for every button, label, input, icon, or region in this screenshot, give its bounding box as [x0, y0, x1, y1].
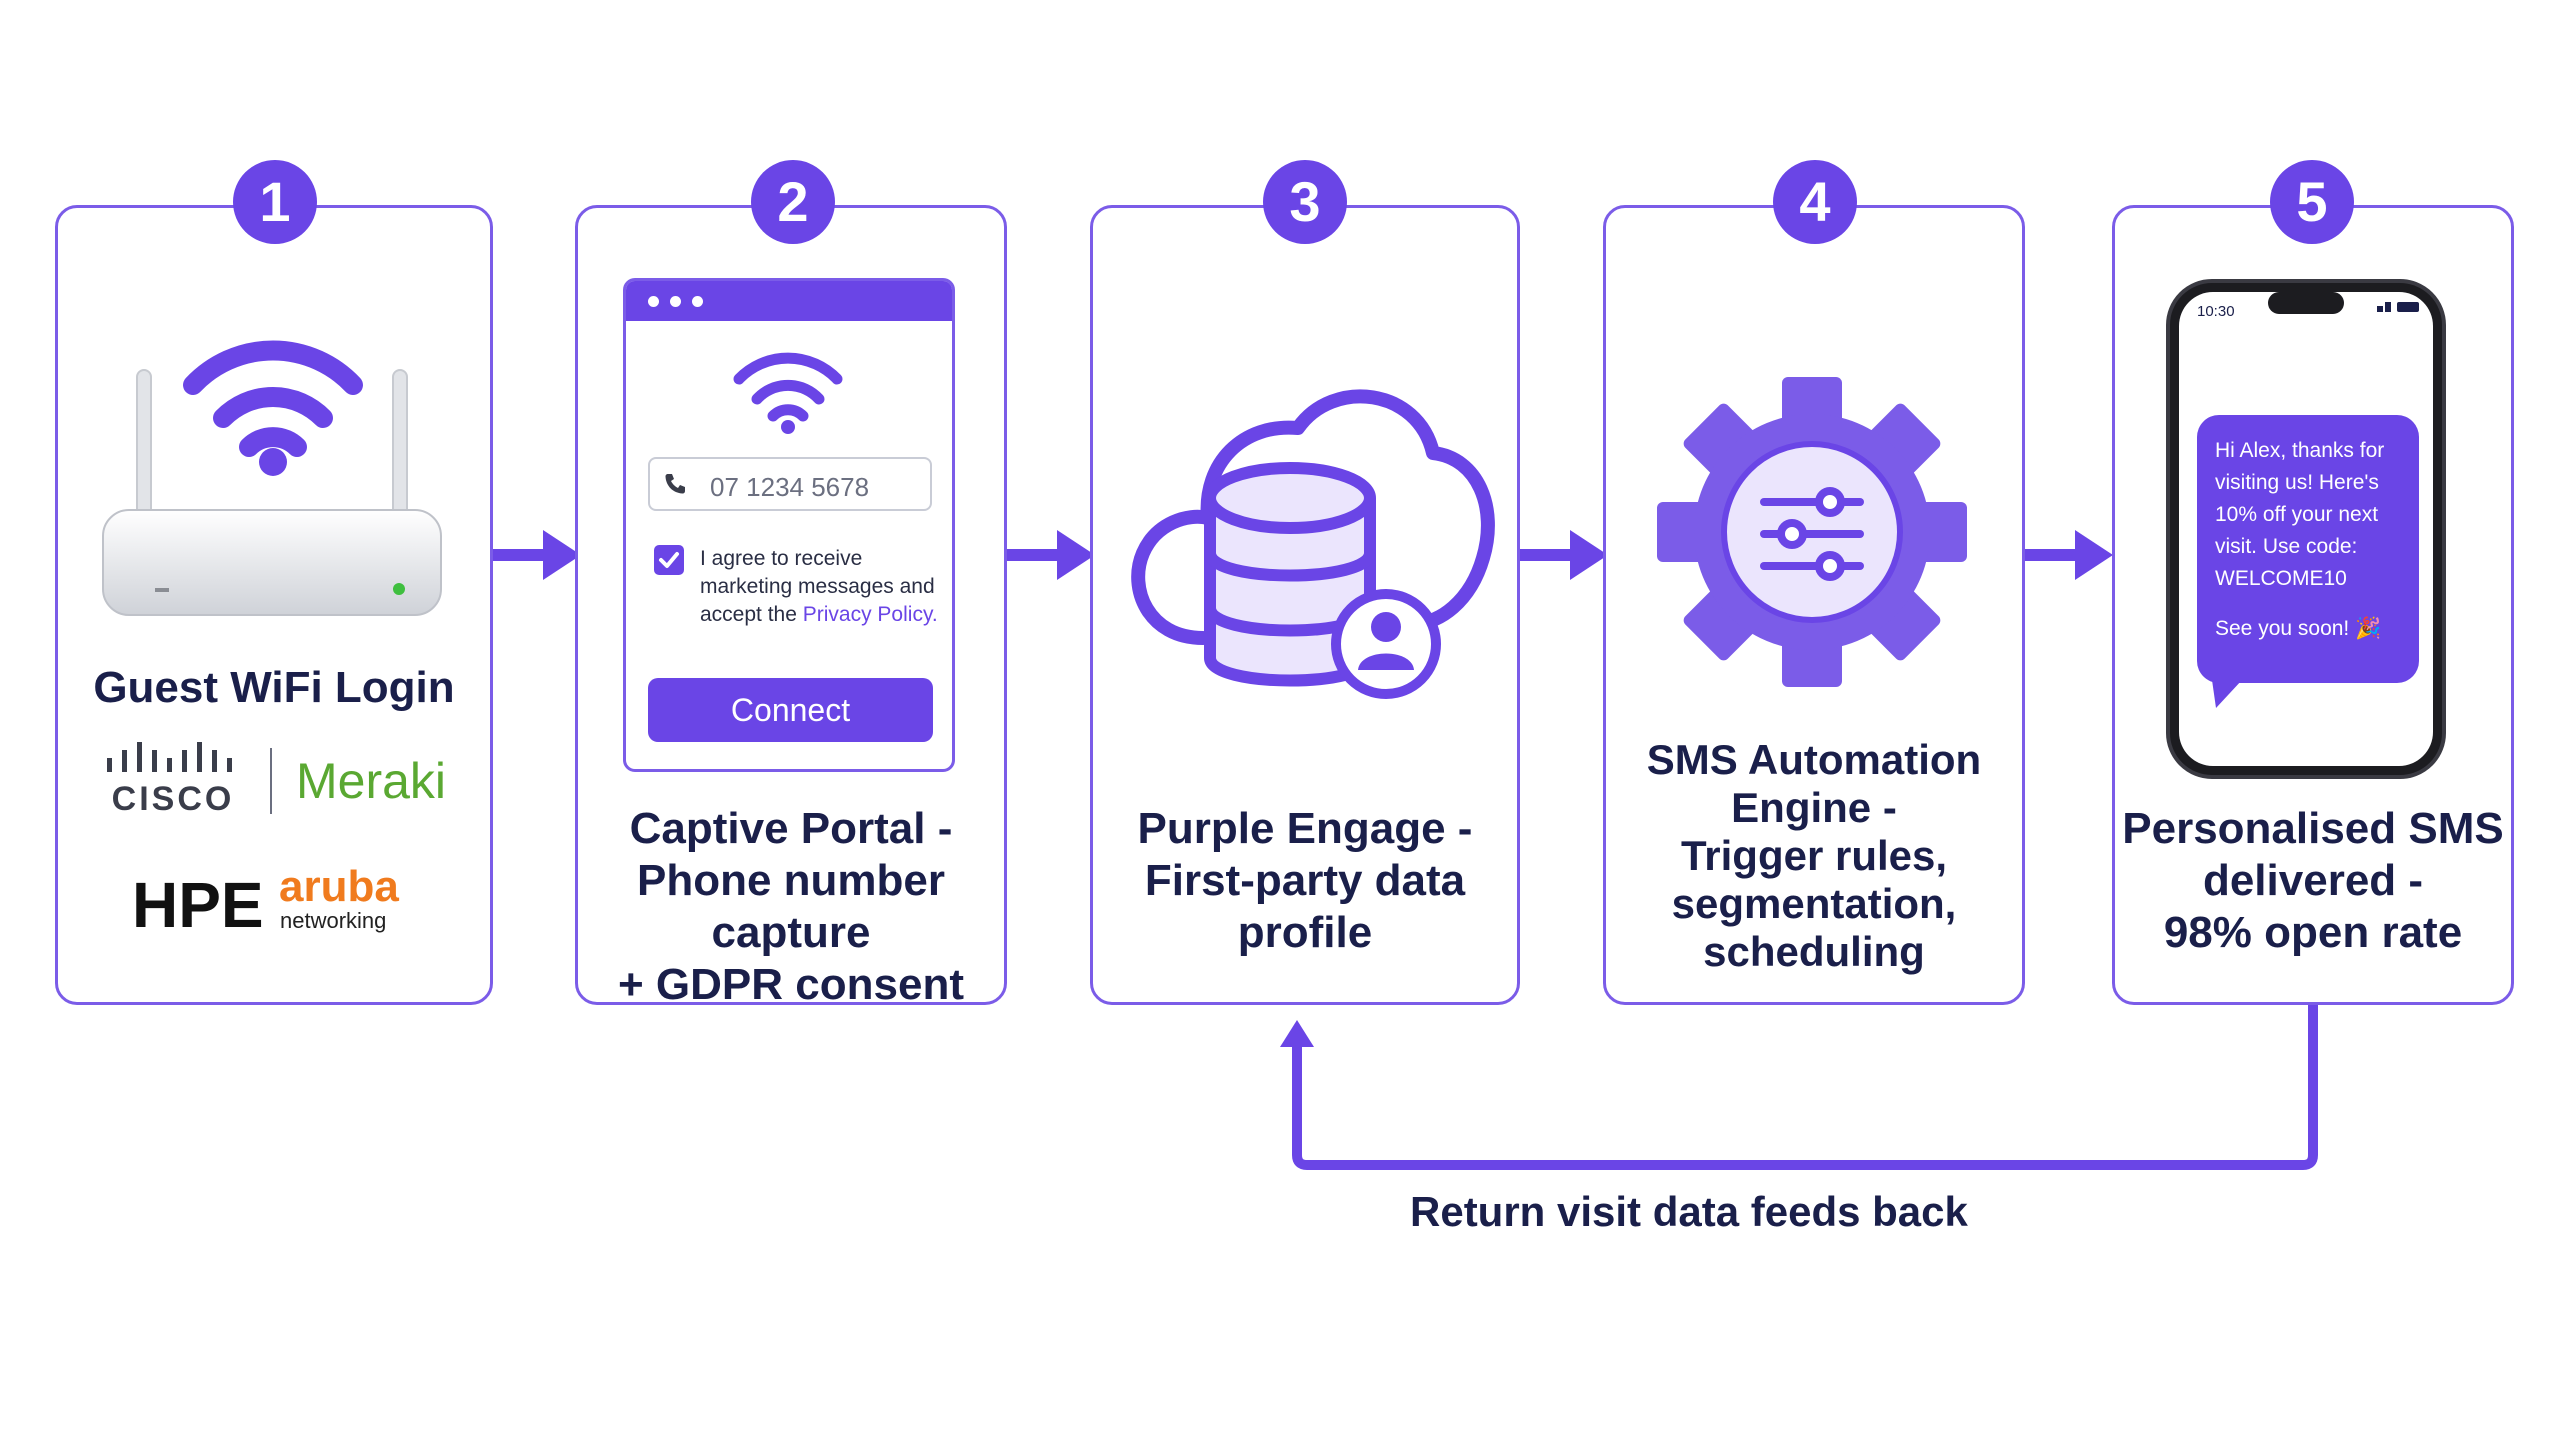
- aruba-logo: aruba: [279, 862, 399, 911]
- step-card-2: [575, 205, 1007, 1005]
- cloud-database-icon: [1131, 389, 1495, 699]
- phone-input-value: 07 1234 5678: [710, 472, 870, 502]
- portal-titlebar: [626, 281, 952, 321]
- flow-arrow-4: [2025, 530, 2113, 580]
- step-badge-3: 3: [1263, 160, 1347, 244]
- phone-time: 10:30: [2197, 303, 2235, 320]
- step-title-2: Captive Portal - Phone number capture + …: [618, 804, 964, 1009]
- hpe-logo: HPE: [132, 869, 264, 941]
- phone-input[interactable]: [648, 457, 932, 511]
- router-icon: [102, 369, 442, 616]
- step-badge-2: 2: [751, 160, 835, 244]
- flow-arrow-1: [493, 530, 581, 580]
- feedback-label: Return visit data feeds back: [1410, 1188, 1968, 1235]
- checkbox-icon[interactable]: [654, 545, 684, 575]
- portal-wifi-icon: [733, 352, 843, 434]
- gear-icon: [1657, 377, 1967, 687]
- step-badge-4: 4: [1773, 160, 1857, 244]
- step-badge-5: 5: [2270, 160, 2354, 244]
- sms-message: Hi Alex, thanks for visiting us! Here's …: [2197, 415, 2419, 683]
- user-icon: [1331, 589, 1441, 699]
- sliders-icon: [1760, 487, 1864, 581]
- cisco-logo: CISCO: [107, 742, 235, 818]
- step-title-3: Purple Engage - First-party data profile: [1137, 804, 1473, 957]
- feedback-loop-arrow: [1280, 1005, 2318, 1170]
- flow-arrow-3: [1520, 530, 1608, 580]
- aruba-sub: networking: [280, 908, 387, 933]
- step-title-5: Personalised SMS delivered - 98% open ra…: [2122, 804, 2504, 957]
- consent-text: I agree to receive marketing messages an…: [700, 547, 938, 626]
- step-badge-1: 1: [233, 160, 317, 244]
- phone-icon: [665, 474, 685, 494]
- connect-button[interactable]: Connect: [648, 678, 933, 742]
- logo-divider: [270, 748, 272, 814]
- step-title-1: Guest WiFi Login: [93, 663, 455, 712]
- wifi-icon: [183, 340, 363, 476]
- meraki-logo: Meraki: [296, 753, 447, 809]
- step-title-4: SMS Automation Engine - Trigger rules, s…: [1646, 736, 1982, 975]
- cisco-text: CISCO: [112, 780, 235, 818]
- privacy-policy-link[interactable]: Privacy Policy.: [802, 603, 938, 626]
- flow-arrow-2: [1007, 530, 1095, 580]
- sms-bubble-tail: [2212, 680, 2242, 708]
- portal-window: [623, 278, 955, 772]
